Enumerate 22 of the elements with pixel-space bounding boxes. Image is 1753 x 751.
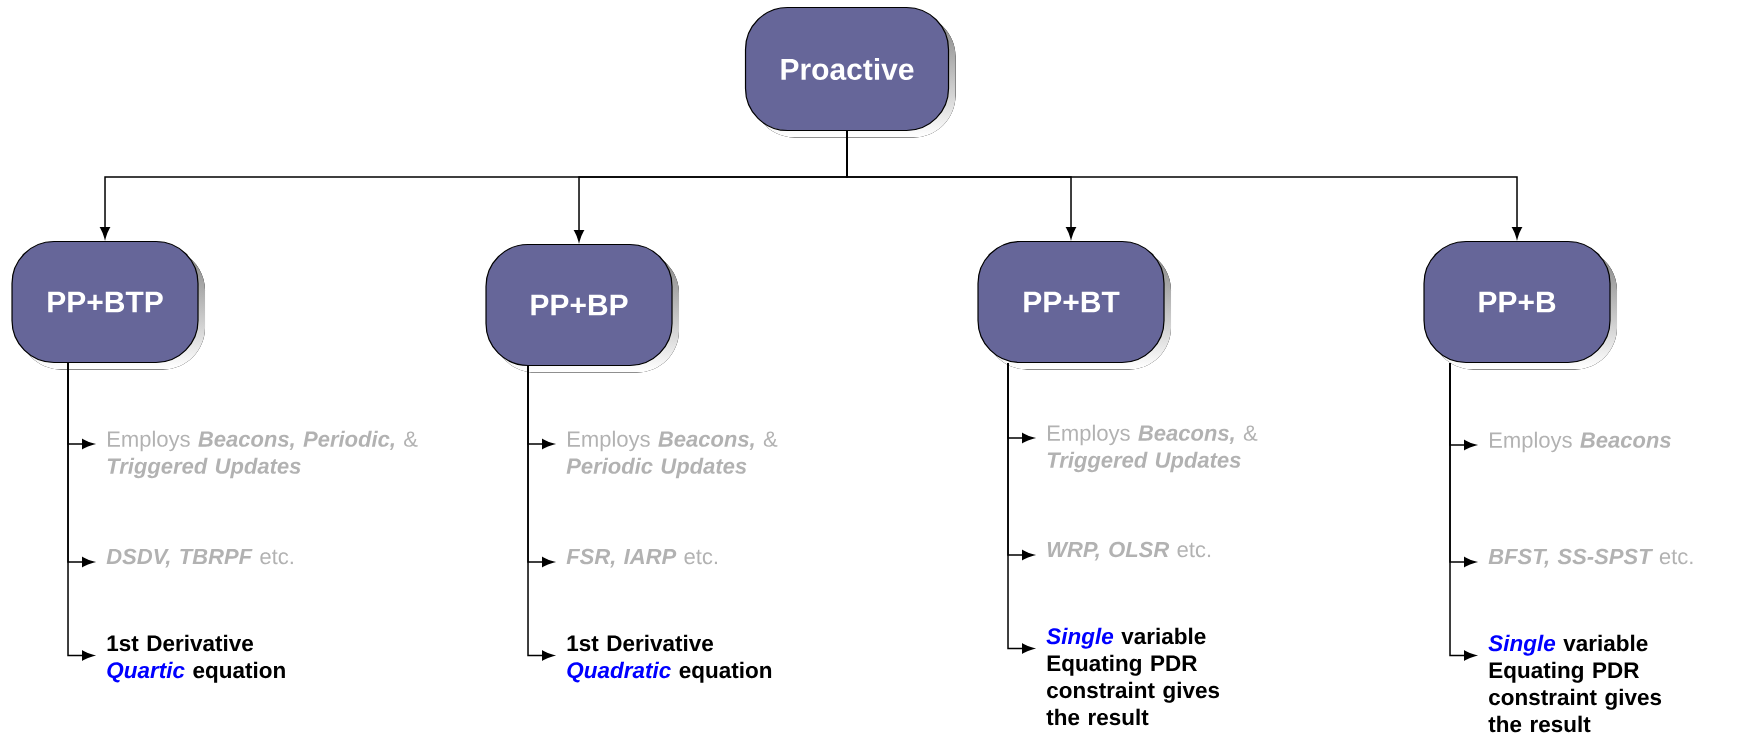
arrow — [846, 130, 1522, 239]
example-text: Employs Beacons — [1490, 431, 1671, 453]
process-box: Proactive — [744, 6, 956, 138]
process-box: PP+BT — [977, 240, 1171, 370]
example-text: FSR, IARP etc. — [566, 548, 717, 568]
arrow — [1449, 362, 1476, 661]
example-text: DSDV, TBRPF etc. — [106, 548, 293, 568]
process-box: PP+B — [1423, 240, 1617, 370]
result-text: 1st Derivative Quadratic equation — [567, 634, 772, 683]
result-text: 1st Derivative Quartic equation — [107, 634, 285, 683]
arrow — [1007, 362, 1034, 654]
example-text: BFST, SS-SPST etc. — [1488, 548, 1693, 568]
example-text: Employs Beacons, & Periodic Updates — [566, 430, 778, 479]
process-box: PP+BP — [485, 243, 679, 373]
arrow — [67, 362, 94, 661]
result-text: Single variable Equating PDR constraint gives the result — [1488, 634, 1662, 733]
result-text: Single variable Equating PDR constraint gives the result — [1046, 627, 1220, 726]
example-text: WRP, OLSR etc. — [1047, 541, 1211, 561]
process-box: PP+BTP — [11, 240, 205, 370]
example-text: Employs Beacons, & Triggered Updates — [1047, 424, 1258, 473]
example-text: Employs Beacons, Periodic, & Triggered Updates — [107, 430, 418, 479]
arrow — [527, 365, 554, 661]
